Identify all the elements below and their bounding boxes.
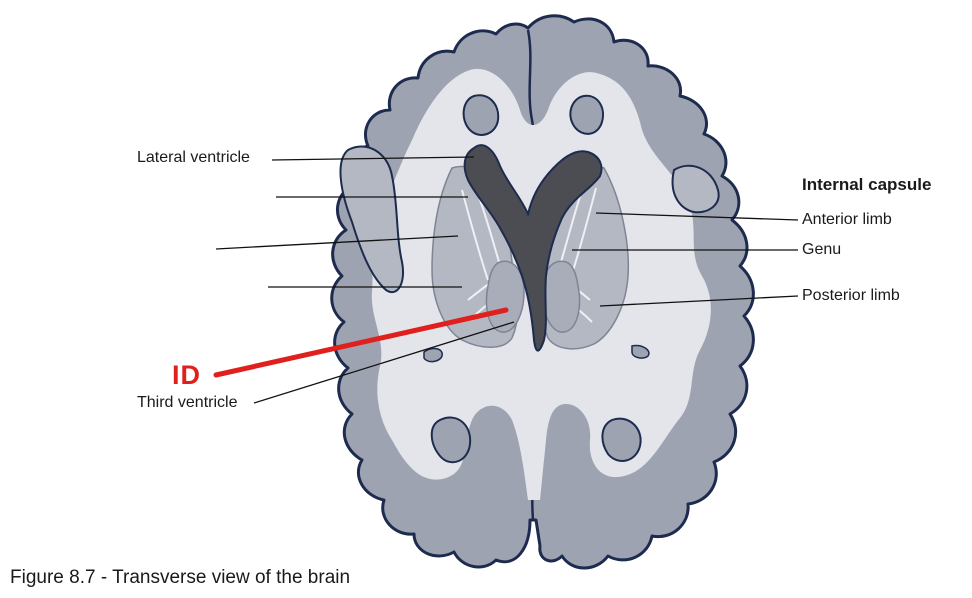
posterior-horn-left [423,347,443,363]
label-id-marker: ID [172,360,201,390]
leader-left-unlabeled-2 [215,235,459,250]
leader-anterior-limb [595,212,799,221]
leader-lateral-ventricle [271,156,475,161]
cortex-island-right-front [569,94,604,135]
label-anterior-limb: Anterior limb [802,211,892,228]
label-posterior-limb: Posterior limb [802,287,900,304]
label-third-ventricle: Third ventricle [137,394,238,411]
lateral-ventricles [463,144,603,352]
insula-right [671,164,720,214]
cortex-island-left-front [462,94,500,136]
label-genu: Genu [802,241,842,258]
id-marker-line [213,307,509,378]
cortex-island-right-back [601,417,642,462]
leader-posterior-limb [599,295,799,307]
cortex-island-left-back [430,416,472,464]
posterior-horn-right [631,344,650,359]
figure-caption: Figure 8.7 - Transverse view of the brai… [10,567,351,588]
label-lateral-ventricle: Lateral ventricle [137,149,250,166]
label-internal-capsule: Internal capsule [802,175,932,194]
leader-third-ventricle [253,321,515,404]
leader-lines [215,156,799,404]
